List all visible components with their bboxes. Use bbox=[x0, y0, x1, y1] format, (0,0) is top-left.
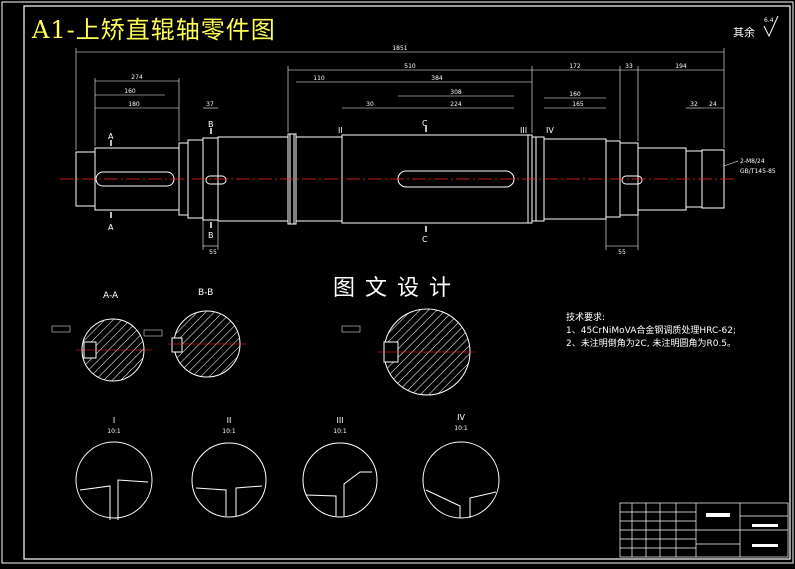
svg-text:I: I bbox=[113, 416, 115, 425]
roughness-symbol bbox=[763, 15, 779, 38]
svg-text:160: 160 bbox=[124, 88, 136, 95]
mark-a-bottom: A bbox=[108, 223, 114, 232]
svg-text:II: II bbox=[227, 416, 232, 425]
svg-text:308: 308 bbox=[450, 89, 462, 96]
requirement-1: 1、45CrNiMoVA合金钢调质处理HRC-62; bbox=[566, 326, 736, 336]
svg-text:110: 110 bbox=[313, 75, 325, 82]
thread-standard: GB/T145-85 bbox=[740, 168, 776, 175]
thread-spec: 2-M8/24 bbox=[740, 158, 765, 165]
svg-text:172: 172 bbox=[569, 63, 581, 70]
svg-text:160: 160 bbox=[569, 91, 581, 98]
requirements-title: 技术要求: bbox=[566, 313, 606, 323]
section-cc bbox=[341, 308, 476, 396]
svg-text:33: 33 bbox=[625, 63, 633, 70]
section-bb bbox=[168, 310, 246, 378]
svg-text:274: 274 bbox=[131, 74, 143, 81]
watermark-text: 图文设计 bbox=[333, 276, 462, 301]
svg-text:IV: IV bbox=[457, 413, 465, 422]
svg-text:180: 180 bbox=[128, 101, 140, 108]
mark-c-top: C bbox=[422, 119, 428, 128]
dimension-texts: 1851 274 160 180 37 510 110 384 308 30 2… bbox=[124, 45, 717, 256]
svg-text:10:1: 10:1 bbox=[333, 428, 347, 435]
technical-requirements: 技术要求: 1、45CrNiMoVA合金钢调质处理HRC-62; 2、未注明倒角… bbox=[566, 312, 736, 351]
section-aa bbox=[51, 318, 163, 382]
drawing-title: A1-上矫直辊轴零件图 bbox=[32, 16, 276, 44]
roughness-note: 其余 bbox=[733, 26, 755, 39]
svg-text:24: 24 bbox=[709, 101, 717, 108]
section-bb-label: B-B bbox=[198, 288, 213, 298]
svg-text:10:1: 10:1 bbox=[222, 428, 236, 435]
mark-a-top: A bbox=[108, 132, 114, 141]
detail-views bbox=[75, 441, 500, 520]
thread-leader bbox=[723, 160, 739, 167]
svg-text:1851: 1851 bbox=[392, 45, 407, 52]
svg-text:37: 37 bbox=[206, 101, 214, 108]
svg-text:384: 384 bbox=[431, 75, 443, 82]
svg-text:10:1: 10:1 bbox=[107, 428, 121, 435]
svg-text:10:1: 10:1 bbox=[454, 425, 468, 432]
svg-text:32: 32 bbox=[690, 101, 698, 108]
title-block bbox=[619, 502, 789, 558]
section-aa-label: A-A bbox=[103, 291, 119, 301]
requirement-2: 2、未注明倒角为2C, 未注明圆角为R0.5。 bbox=[566, 339, 737, 349]
dimension-lines bbox=[75, 48, 725, 250]
svg-text:II: II bbox=[338, 126, 343, 135]
mark-c-bottom: C bbox=[422, 235, 428, 244]
svg-text:224: 224 bbox=[450, 101, 462, 108]
detail-callouts: II III IV bbox=[338, 126, 554, 135]
svg-text:III: III bbox=[520, 126, 527, 135]
svg-text:55: 55 bbox=[209, 249, 217, 256]
cut-marks bbox=[110, 126, 427, 232]
mark-b-bottom: B bbox=[208, 231, 214, 240]
svg-text:30: 30 bbox=[366, 101, 374, 108]
detail-labels: I 10:1 II 10:1 III 10:1 IV 10:1 bbox=[107, 413, 468, 435]
svg-text:III: III bbox=[336, 416, 343, 425]
svg-text:IV: IV bbox=[546, 126, 554, 135]
mark-b-top: B bbox=[208, 120, 214, 129]
inner-frame bbox=[23, 5, 791, 560]
svg-text:165: 165 bbox=[572, 101, 584, 108]
svg-text:55: 55 bbox=[618, 249, 626, 256]
svg-text:510: 510 bbox=[404, 63, 416, 70]
svg-text:194: 194 bbox=[675, 63, 687, 70]
roughness-value: 6.4 bbox=[764, 17, 774, 24]
